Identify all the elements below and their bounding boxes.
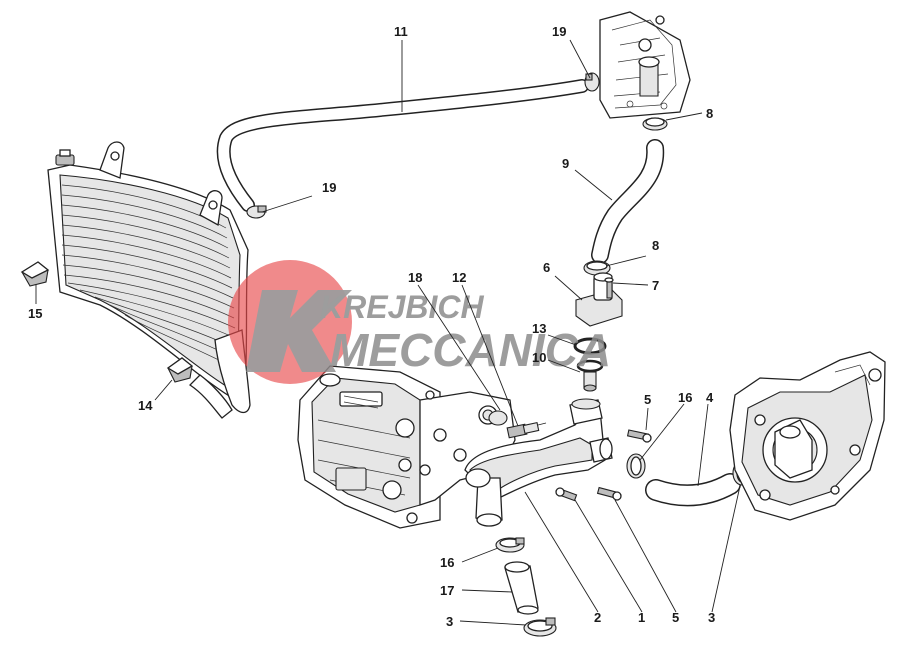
hose-clamp-16-lower xyxy=(495,537,525,553)
callout-19-lower: 19 xyxy=(322,180,336,195)
temperature-sensor-12 xyxy=(506,421,547,439)
water-pump-cover xyxy=(729,351,886,521)
hose-11 xyxy=(216,79,589,212)
rubber-mount-15 xyxy=(20,261,50,287)
callout-9: 9 xyxy=(562,156,569,171)
callout-11: 11 xyxy=(394,24,408,39)
bolt-7 xyxy=(604,277,614,299)
leader-lines xyxy=(35,39,741,626)
rubber-mount-14 xyxy=(166,357,194,383)
callout-10: 10 xyxy=(532,350,546,365)
hose-clamp-19-upper xyxy=(584,72,600,92)
hose-clamp-8-upper xyxy=(642,117,668,131)
watermark-k-mark xyxy=(246,290,352,372)
coolant-manifold-2 xyxy=(464,398,613,527)
callout-15: 15 xyxy=(28,306,42,321)
bolt-1 xyxy=(555,487,578,502)
callout-17: 17 xyxy=(440,583,454,598)
callout-4: 4 xyxy=(706,390,714,405)
hose-17 xyxy=(504,561,539,615)
callout-5-upper: 5 xyxy=(644,392,651,407)
callout-16-lower: 16 xyxy=(440,555,454,570)
hose-9 xyxy=(591,139,665,264)
thermostat-10 xyxy=(576,359,604,392)
watermark-line-1: KREJBICH xyxy=(320,289,484,325)
hose-4 xyxy=(645,473,741,507)
watermark-line-2: MECCANICA xyxy=(330,324,611,376)
bolt-5-upper xyxy=(626,429,652,443)
watermark-logo: KREJBICH MECCANICA xyxy=(228,260,611,384)
callout-18: 18 xyxy=(408,270,422,285)
callout-2: 2 xyxy=(594,610,601,625)
callout-7: 7 xyxy=(652,278,659,293)
callout-13: 13 xyxy=(532,321,546,336)
hose-clamp-3-lower xyxy=(523,617,557,637)
callout-19-upper: 19 xyxy=(552,24,566,39)
callout-16-upper: 16 xyxy=(678,390,692,405)
callout-labels: 11 19 19 8 9 8 7 6 13 10 18 12 5 16 4 3 … xyxy=(28,24,715,629)
hose-clamp-19-lower xyxy=(246,205,267,219)
callout-6: 6 xyxy=(543,260,550,275)
bolt-5-lower xyxy=(596,486,622,501)
hose-clamp-8-lower xyxy=(583,260,611,276)
engine-cylinder-head-corner xyxy=(599,11,691,119)
thermostat-cover-6 xyxy=(575,272,623,327)
callout-8-upper: 8 xyxy=(706,106,713,121)
callout-3-right: 3 xyxy=(708,610,715,625)
plug-18 xyxy=(488,410,508,426)
callout-12: 12 xyxy=(452,270,466,285)
callout-8-lower: 8 xyxy=(652,238,659,253)
o-ring-13 xyxy=(573,337,607,355)
callout-5-lower: 5 xyxy=(672,610,679,625)
callout-1: 1 xyxy=(638,610,645,625)
cylinder-head xyxy=(297,365,516,529)
callout-3-left: 3 xyxy=(446,614,453,629)
radiator xyxy=(47,141,251,419)
callout-14: 14 xyxy=(138,398,153,413)
